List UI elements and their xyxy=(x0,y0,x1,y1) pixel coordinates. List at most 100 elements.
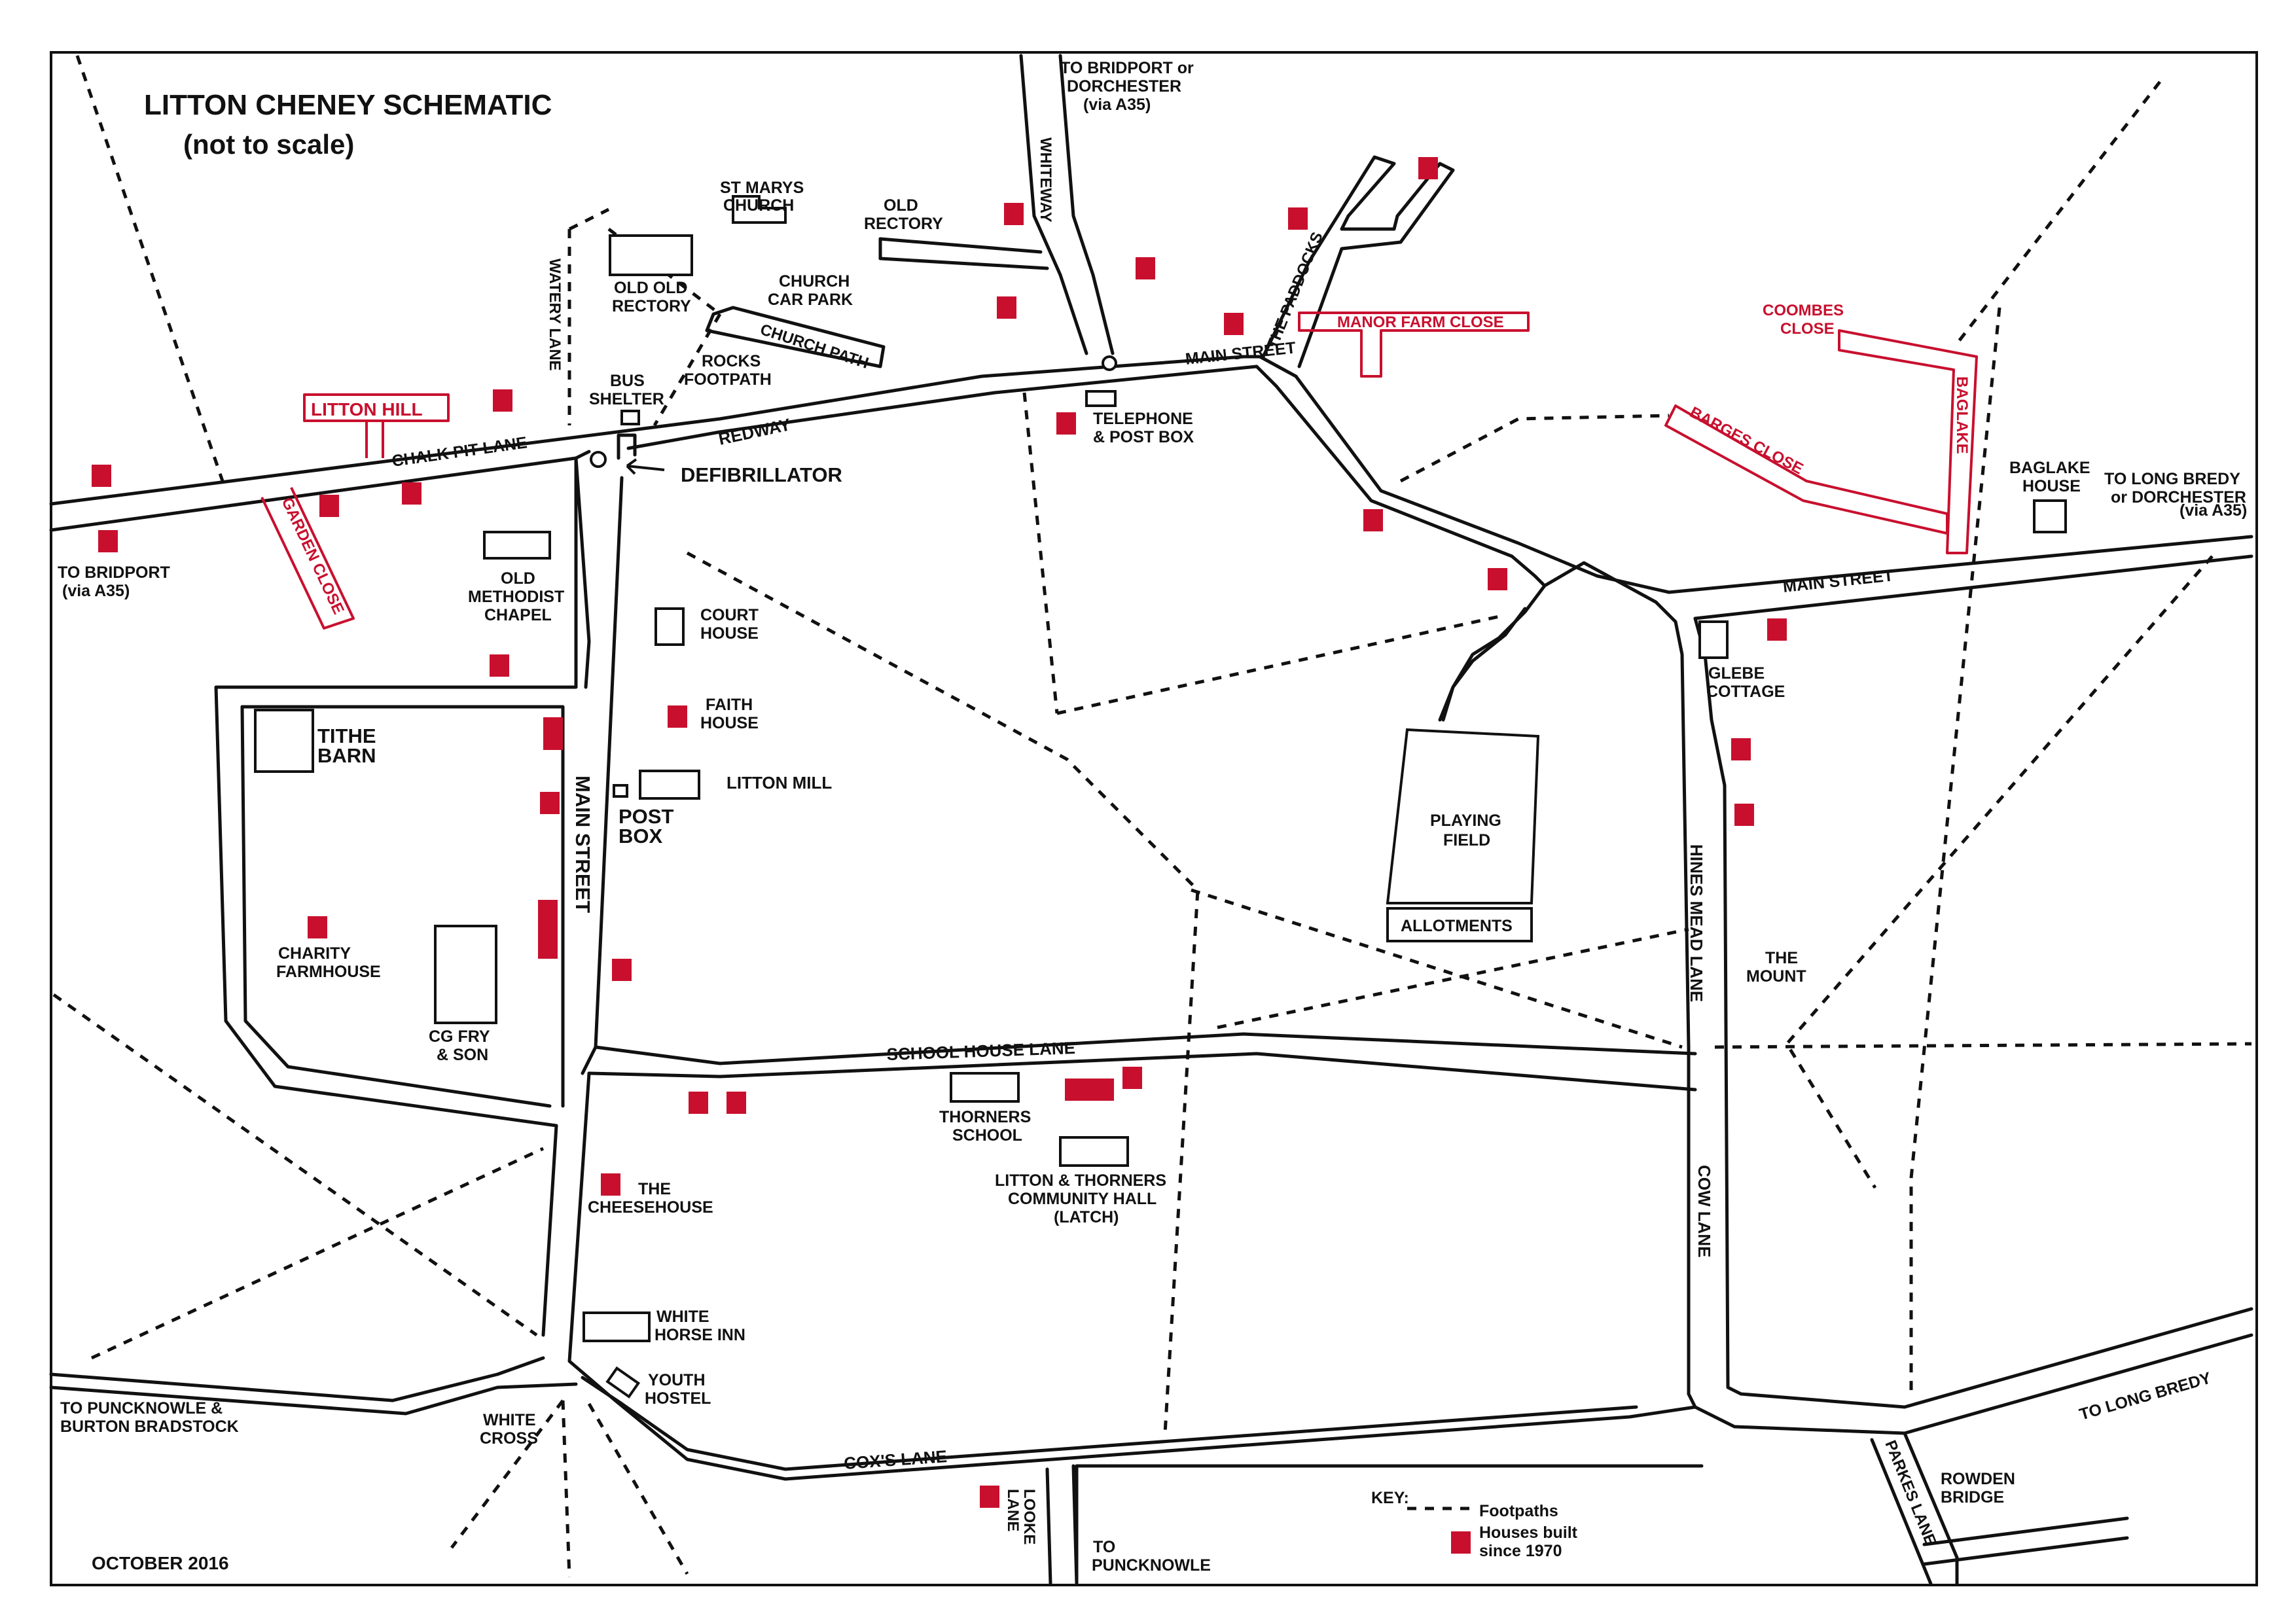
house-marker xyxy=(1065,1079,1114,1101)
glebe-cottage-building xyxy=(1698,620,1729,659)
road-label-whiteway: WHITEWAY xyxy=(1037,137,1054,223)
label-community-hall-1: LITTON & THORNERS xyxy=(995,1171,1166,1190)
label-to-bridport-left-1: TO BRIDPORT xyxy=(58,563,170,582)
label-st-marys-2: CHURCH xyxy=(723,196,794,215)
label-baglake-house-1: BAGLAKE xyxy=(2009,459,2090,477)
label-to-puncknowle-1: TO xyxy=(1093,1538,1115,1556)
label-charity-farmhouse-2: FARMHOUSE xyxy=(276,963,381,981)
label-to-long-bredy-dorch-3: (via A35) xyxy=(2179,501,2247,520)
house-marker xyxy=(689,1092,708,1114)
telephone-building xyxy=(1085,390,1117,407)
allotments xyxy=(1386,907,1533,942)
label-community-hall-2: COMMUNITY HALL xyxy=(1008,1190,1157,1208)
roads xyxy=(49,54,2253,1586)
house-marker xyxy=(1224,313,1244,335)
map-title: LITTON CHENEY SCHEMATIC xyxy=(144,89,552,121)
label-methodist-3: CHAPEL xyxy=(484,606,552,624)
label-charity-farmhouse-1: CHARITY xyxy=(278,944,351,963)
youth-hostel-building xyxy=(605,1366,641,1399)
label-old-old-rectory-1: OLD OLD xyxy=(614,279,688,297)
label-the-mount-2: MOUNT xyxy=(1746,967,1806,986)
label-telephone-1: TELEPHONE xyxy=(1093,410,1193,428)
house-marker xyxy=(726,1092,746,1114)
label-to-puncknowle-2: PUNCKNOWLE xyxy=(1092,1556,1211,1575)
label-to-bridport-top-1: TO BRIDPORT or xyxy=(1060,59,1194,77)
map-border xyxy=(50,51,2258,1586)
house-marker xyxy=(980,1486,999,1508)
road-label-main-street-east: MAIN STREET xyxy=(1782,566,1894,596)
close-label-coombes-1: COOMBES xyxy=(1763,302,1844,319)
house-marker xyxy=(612,959,632,981)
barges-close-road xyxy=(1664,404,1948,535)
house-marker xyxy=(1488,568,1507,590)
label-rowden-1: ROWDEN xyxy=(1941,1470,2015,1488)
label-bus-shelter-1: BUS xyxy=(610,372,645,390)
baglake-road xyxy=(1838,329,1978,554)
buildings xyxy=(254,195,2067,1399)
road-label-watery-lane: WATERY LANE xyxy=(546,259,564,371)
label-playing-field-1: PLAYING xyxy=(1430,812,1501,830)
label-to-bridport-left-2: (via A35) xyxy=(62,582,130,600)
road-label-looke-lane-1: LOOKE xyxy=(1020,1489,1038,1544)
label-allotments: ALLOTMENTS xyxy=(1401,917,1513,935)
post-box-building xyxy=(613,784,628,798)
label-to-long-bredy-dorch-2: or DORCHESTER xyxy=(2111,488,2246,507)
label-thorners-school-1: THORNERS xyxy=(939,1108,1031,1126)
label-rocks-footpath-2: FOOTPATH xyxy=(684,370,772,389)
label-old-old-rectory-2: RECTORY xyxy=(612,297,691,315)
map-subtitle: (not to scale) xyxy=(183,129,354,160)
thorners-school-building xyxy=(950,1072,1020,1103)
old-methodist-building xyxy=(483,531,551,560)
label-rowden-2: BRIDGE xyxy=(1941,1488,2004,1507)
label-glebe-2: COTTAGE xyxy=(1706,683,1785,701)
house-marker xyxy=(490,654,509,677)
label-rocks-footpath-1: ROCKS xyxy=(702,352,761,370)
label-cheesehouse-1: THE xyxy=(638,1180,671,1198)
map-labels: LITTON CHENEY SCHEMATIC (not to scale) O… xyxy=(58,59,2247,1575)
label-youth-hostel-1: YOUTH xyxy=(648,1371,706,1389)
road-label-chalk-pit-lane: CHALK PIT LANE xyxy=(391,433,528,471)
label-baglake-house-2: HOUSE xyxy=(2022,477,2081,495)
label-to-long-bredy-dorch-1: TO LONG BREDY xyxy=(2104,470,2240,488)
road-label-redway: REDWAY xyxy=(717,414,793,449)
manor-farm-close-road xyxy=(1298,312,1530,378)
baglake-house-building xyxy=(2033,499,2067,533)
house-marker xyxy=(538,900,558,959)
tithe-barn-building xyxy=(254,709,314,773)
house-marker xyxy=(1004,203,1024,225)
close-label-baglake: BAGLAKE xyxy=(1953,376,1971,454)
house-marker xyxy=(1731,738,1751,760)
house-marker xyxy=(319,495,339,517)
label-methodist-2: METHODIST xyxy=(468,588,564,606)
defibrillator-arrow xyxy=(626,465,665,471)
label-tithe-barn-1: TITHE xyxy=(317,724,376,747)
label-glebe-1: GLEBE xyxy=(1708,664,1765,683)
map-date: OCTOBER 2016 xyxy=(92,1553,229,1573)
old-old-rectory-building xyxy=(609,234,693,276)
key-house-sample xyxy=(1451,1531,1471,1554)
key-footpaths-label: Footpaths xyxy=(1479,1502,1558,1520)
label-playing-field-2: FIELD xyxy=(1443,831,1490,849)
road-label-the-paddocks: THE PADDOCKS xyxy=(1264,230,1327,351)
house-marker xyxy=(1288,207,1308,230)
house-marker xyxy=(493,389,512,412)
community-hall-building xyxy=(1059,1136,1129,1167)
litton-hill-road xyxy=(303,393,450,422)
label-court-house-1: COURT xyxy=(700,606,759,624)
house-marker xyxy=(402,482,422,505)
label-defibrillator: DEFIBRILLATOR xyxy=(681,463,842,486)
key-houses-label-2: since 1970 xyxy=(1479,1542,1562,1560)
houses-since-1970 xyxy=(92,157,1787,1554)
label-white-cross-1: WHITE xyxy=(483,1411,536,1429)
label-to-puncknowle-burton-2: BURTON BRADSTOCK xyxy=(60,1418,239,1436)
label-methodist-1: OLD xyxy=(501,569,535,588)
label-tithe-barn-2: BARN xyxy=(317,744,376,767)
house-marker xyxy=(1056,412,1076,435)
label-the-mount-1: THE xyxy=(1765,949,1798,967)
house-marker xyxy=(308,916,327,938)
road-label-looke-lane-2: LANE xyxy=(1004,1489,1022,1531)
label-cheesehouse-2: CHEESEHOUSE xyxy=(588,1198,713,1217)
label-youth-hostel-2: HOSTEL xyxy=(645,1389,711,1408)
label-to-bridport-top-2: DORCHESTER xyxy=(1067,77,1181,96)
playing-field xyxy=(1386,728,1540,904)
